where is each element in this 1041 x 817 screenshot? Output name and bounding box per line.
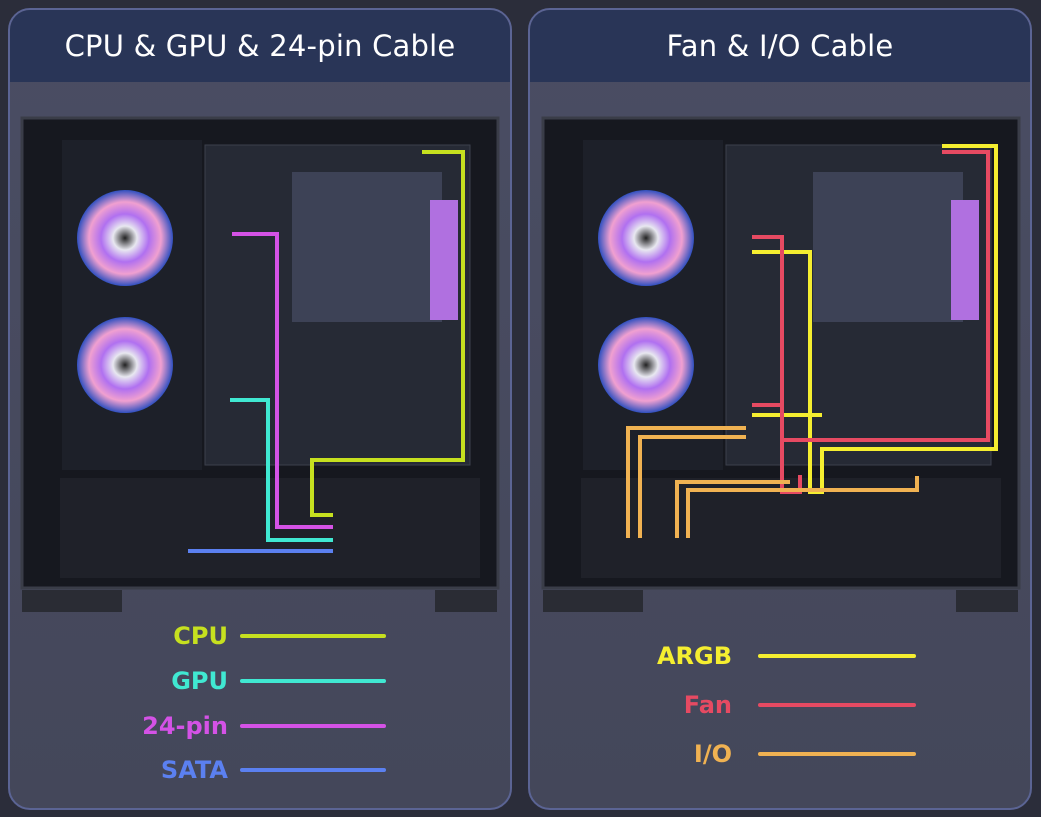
legend-item-sata: SATA xyxy=(8,756,386,784)
io-cable xyxy=(675,480,790,538)
legend-item-io: I/O xyxy=(512,740,916,768)
panel-title: Fan & I/O Cable xyxy=(530,10,1030,82)
fan-icon xyxy=(77,190,173,286)
legend-swatch xyxy=(758,703,916,707)
legend-label: CPU xyxy=(173,622,228,650)
legend-swatch xyxy=(758,654,916,658)
io-cable xyxy=(638,435,746,538)
cpu-cable xyxy=(310,150,465,517)
legend-swatch xyxy=(240,768,386,772)
fan-icon xyxy=(598,190,694,286)
legend-item-fan: Fan xyxy=(512,691,916,719)
legend-swatch xyxy=(240,679,386,683)
legend-label: GPU xyxy=(171,667,228,695)
legend-label: Fan xyxy=(683,691,732,719)
legend-label: 24-pin xyxy=(142,712,228,740)
legend-item-cpu: CPU xyxy=(8,622,386,650)
legend-item-24pin: 24-pin xyxy=(8,712,386,740)
panel-title: CPU & GPU & 24-pin Cable xyxy=(10,10,510,82)
legend-label: SATA xyxy=(160,756,228,784)
legend-label: ARGB xyxy=(656,642,732,670)
argb-cable xyxy=(752,144,998,494)
legend-item-gpu: GPU xyxy=(8,667,386,695)
legend-swatch xyxy=(240,634,386,638)
io-cable xyxy=(626,426,746,538)
cable-routes xyxy=(188,144,998,553)
legend-item-argb: ARGB xyxy=(512,642,916,670)
legend-swatch xyxy=(758,752,916,756)
pc-case-left xyxy=(20,116,500,612)
fan-icon xyxy=(77,317,173,413)
gpu-cable xyxy=(230,398,333,542)
legend-swatch xyxy=(240,724,386,728)
fan-icon xyxy=(598,317,694,413)
legend-label: I/O xyxy=(693,740,732,768)
fan-cable xyxy=(752,150,990,442)
io-cable xyxy=(686,476,919,538)
24pin-cable xyxy=(232,232,333,529)
